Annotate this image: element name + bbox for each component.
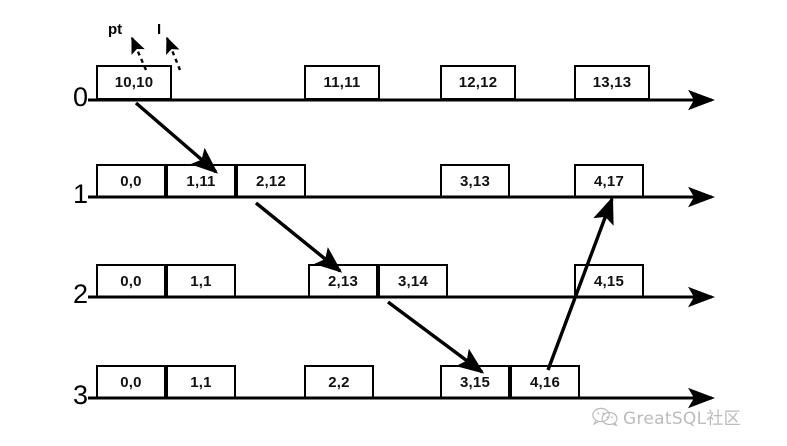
descend-arrow-1-to-2 <box>254 201 343 273</box>
node-cell-level1-4-17[interactable]: 4,17 <box>574 164 644 198</box>
watermark: GreatSQL社区 <box>592 404 741 429</box>
descend-arrow-0-to-1 <box>134 101 219 174</box>
level-index-1: 1 <box>72 179 88 209</box>
node-cell-level0-13-13[interactable]: 13,13 <box>574 65 650 100</box>
node-cell-level2-3-14[interactable]: 3,14 <box>378 264 448 298</box>
level-index-0: 0 <box>72 82 88 112</box>
node-cell-level0-12-12[interactable]: 12,12 <box>440 65 516 100</box>
node-cell-level2-0-0[interactable]: 0,0 <box>96 264 166 298</box>
node-cell-level3-4-16[interactable]: 4,16 <box>510 365 580 399</box>
traversal-arrows-group <box>134 101 614 374</box>
node-cell-level1-3-13[interactable]: 3,13 <box>440 164 510 198</box>
ascend-arrow-3-to-1 <box>546 196 614 371</box>
watermark-text: GreatSQL社区 <box>623 409 741 429</box>
pointer-label-i: I <box>157 21 162 38</box>
node-cell-level2-2-13[interactable]: 2,13 <box>308 264 378 298</box>
i-pointer-arrow <box>165 36 182 71</box>
level-index-3: 3 <box>72 380 88 410</box>
wechat-icon <box>592 407 618 426</box>
node-cell-level2-1-1[interactable]: 1,1 <box>166 264 236 298</box>
descend-arrow-2-to-3 <box>386 300 485 374</box>
pt-pointer-arrow <box>130 36 148 71</box>
level-index-2: 2 <box>72 279 88 309</box>
pointer-label-pt: pt <box>108 21 123 38</box>
node-cell-level1-2-12[interactable]: 2,12 <box>236 164 306 198</box>
pointer-arrows-group <box>130 36 182 71</box>
node-cell-level1-0-0[interactable]: 0,0 <box>96 164 166 198</box>
node-cell-level0-11-11[interactable]: 11,11 <box>304 65 380 100</box>
level-baselines <box>88 89 715 409</box>
